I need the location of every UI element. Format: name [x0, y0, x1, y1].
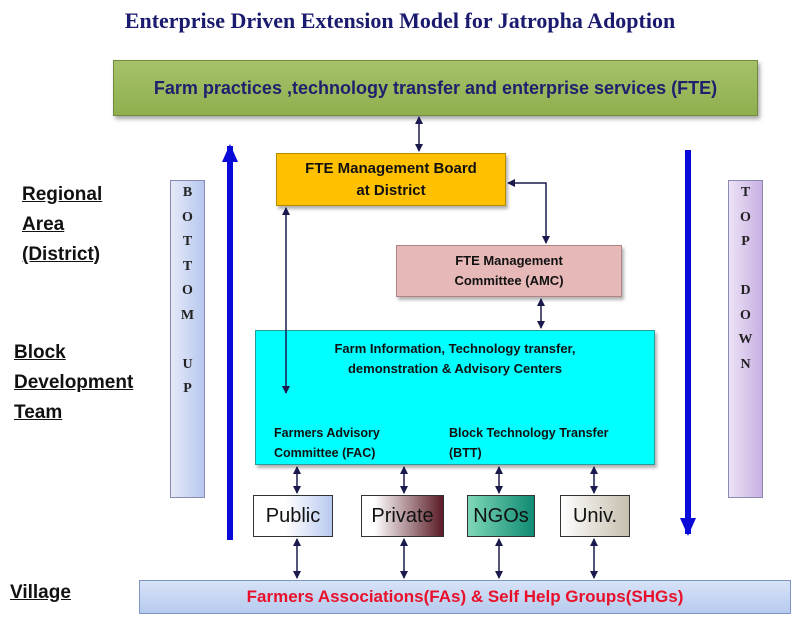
top-down-box: T O P D O W N: [728, 180, 763, 498]
level-label-regional: Regional Area (District): [22, 180, 102, 270]
vertical-letter: D: [740, 283, 751, 298]
fte-management-board: FTE Management Board at District: [276, 153, 506, 206]
level-label-line: Block: [14, 342, 66, 363]
vertical-letter: T: [182, 234, 193, 249]
vertical-letter: O: [740, 307, 751, 323]
level-label-line: (District): [22, 244, 101, 265]
vertical-letter: P: [183, 381, 192, 396]
vertical-letter: O: [740, 209, 751, 225]
level-label-village: Village: [10, 582, 71, 603]
org-public: Public: [253, 495, 333, 537]
vertical-letter: U: [182, 356, 193, 372]
org-univ: Univ.: [560, 495, 630, 537]
vertical-letter: B: [182, 185, 193, 200]
bottom-up-box: B O T T O M U P: [170, 180, 205, 498]
amc-line: Committee (AMC): [454, 273, 564, 288]
vertical-letter: P: [741, 234, 750, 249]
village-bar: Farmers Associations(FAs) & Self Help Gr…: [139, 580, 791, 614]
fac-line: Committee (FAC): [274, 446, 376, 460]
vertical-letter: N: [740, 356, 751, 372]
level-label-line: Team: [14, 402, 63, 423]
level-label-line: Area: [22, 214, 65, 235]
fac-label: Farmers Advisory Committee (FAC): [274, 423, 424, 463]
connector-board-amc: [507, 179, 550, 244]
centers-title: Farm Information, Technology transfer, d…: [256, 339, 654, 379]
level-label-line: Regional: [22, 184, 103, 205]
vertical-letter: O: [182, 209, 193, 225]
fte-banner: Farm practices ,technology transfer and …: [113, 60, 758, 116]
vertical-letter: T: [740, 185, 751, 200]
diagram-title: Enterprise Driven Extension Model for Ja…: [124, 8, 676, 33]
vertical-letter: W: [738, 332, 753, 347]
fte-management-committee: FTE Management Committee (AMC): [396, 245, 622, 297]
vertical-letter: T: [182, 258, 193, 274]
level-label-line: Development: [14, 372, 134, 393]
org-private: Private: [361, 495, 444, 537]
org-ngos: NGOs: [467, 495, 535, 537]
vertical-letter: O: [182, 283, 193, 298]
amc-line: FTE Management: [455, 253, 563, 268]
btt-line: Block Technology Transfer: [449, 426, 609, 440]
board-line: FTE Management Board: [305, 159, 477, 177]
board-line: at District: [356, 181, 426, 199]
level-label-block: Block Development Team: [14, 338, 133, 428]
centers-title-line: Farm Information, Technology transfer,: [334, 341, 576, 356]
fac-line: Farmers Advisory: [274, 426, 380, 440]
vertical-letter: M: [180, 307, 195, 323]
btt-label: Block Technology Transfer (BTT): [449, 423, 649, 463]
btt-line: (BTT): [449, 446, 482, 460]
advisory-centers-box: Farm Information, Technology transfer, d…: [255, 330, 655, 465]
centers-title-line: demonstration & Advisory Centers: [347, 361, 563, 376]
